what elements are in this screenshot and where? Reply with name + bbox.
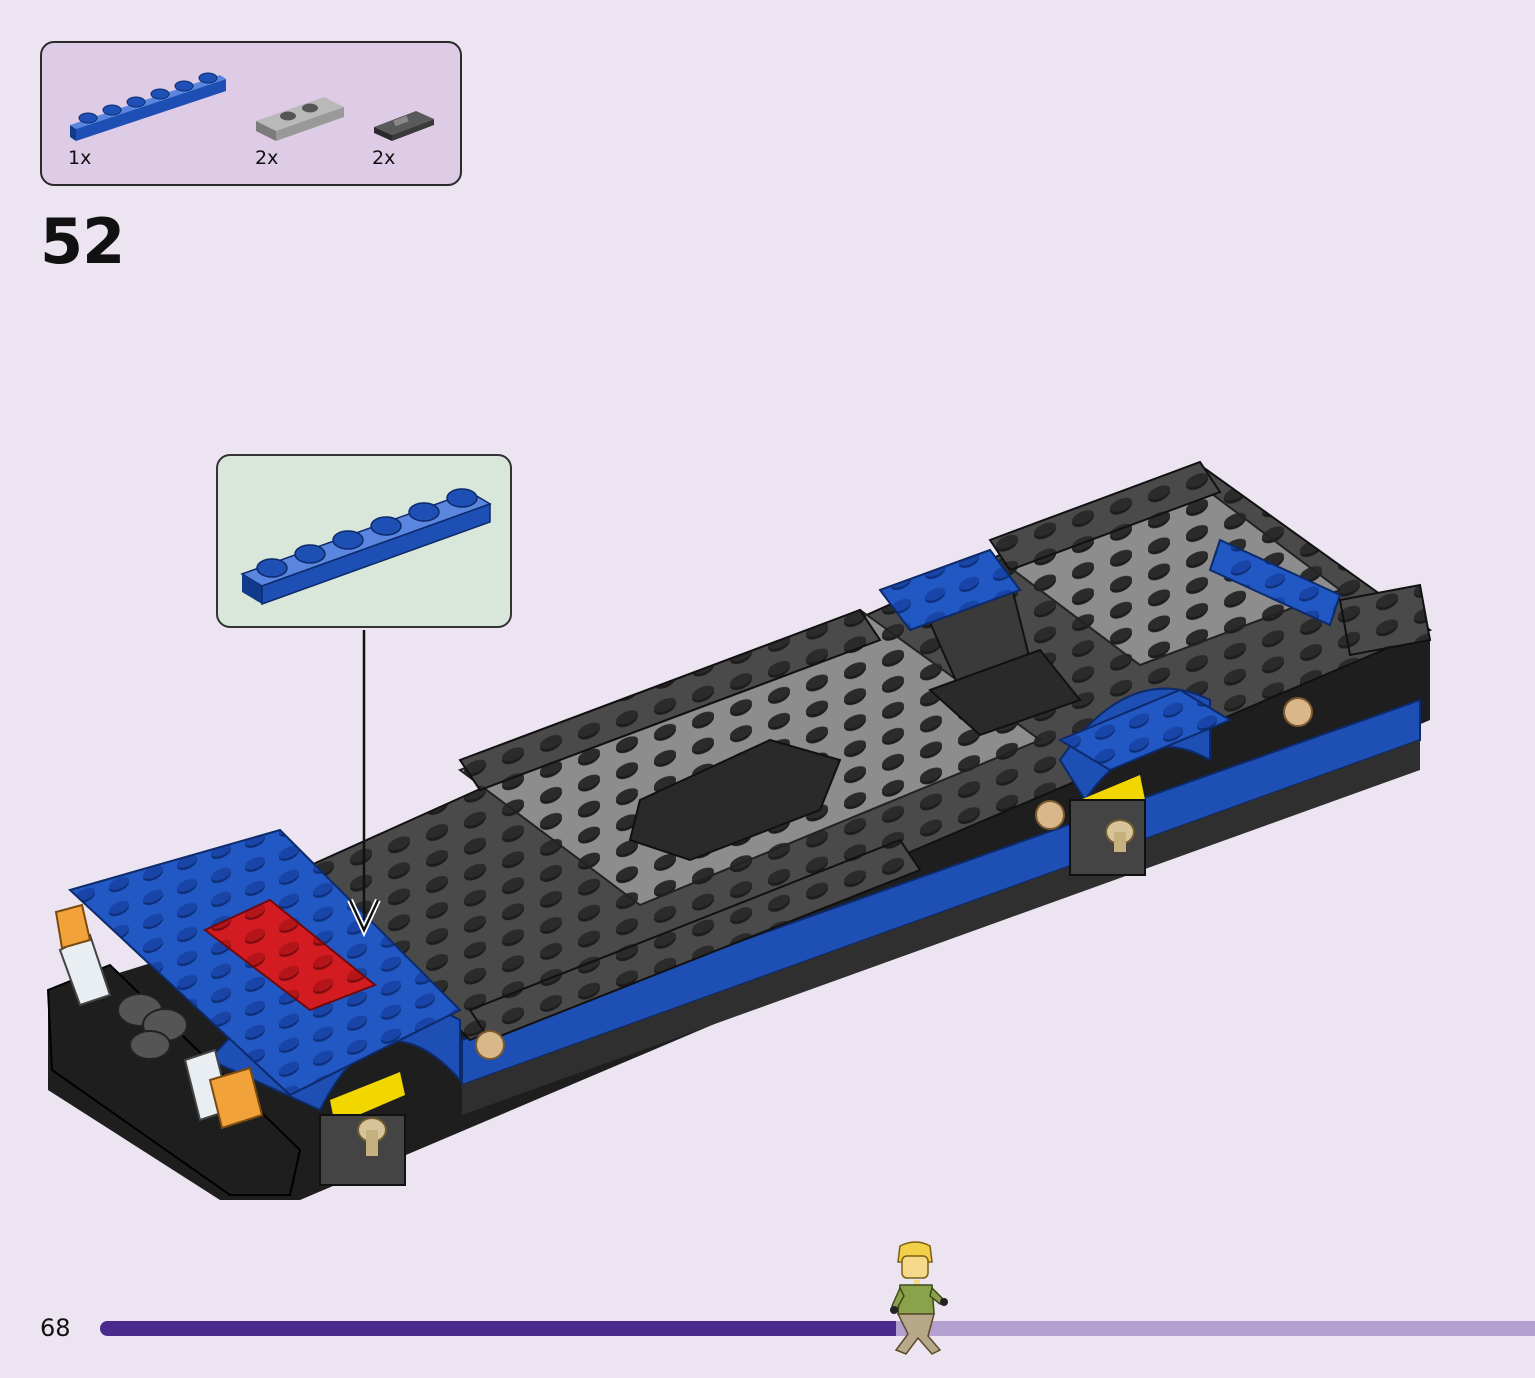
hub-cap [1283, 697, 1313, 727]
turn-signal [208, 1066, 264, 1130]
step-number: 52 [40, 205, 125, 278]
progress-bar [100, 1321, 1535, 1336]
front-axle [319, 1114, 406, 1186]
arrow-head [348, 899, 380, 933]
red-engine-plate [203, 898, 377, 1012]
rear-panel [1338, 583, 1432, 657]
side-rail [458, 608, 882, 792]
rear-blue-rail [1208, 538, 1342, 627]
new-part-callout [216, 454, 512, 628]
dark-grey-tile-icon [374, 111, 434, 141]
rear-axle [1069, 799, 1146, 876]
rear-fender [1057, 688, 1233, 772]
hub-cap [1035, 800, 1065, 830]
part-quantity: 2x [255, 147, 279, 169]
hub-cap [475, 1030, 505, 1060]
grey-jumper-plate-icon [256, 97, 344, 141]
chassis-side-grey [462, 740, 1420, 1115]
part-quantity: 2x [372, 147, 396, 169]
turn-signal [54, 903, 92, 950]
blue-plate-1x6-icon [70, 72, 226, 141]
yellow-accent [330, 1072, 405, 1125]
part-quantity: 1x [68, 147, 92, 169]
front-bumper [46, 963, 302, 1196]
rear-blue-section [878, 548, 1022, 632]
seat-base [928, 648, 1082, 737]
side-rail [468, 838, 922, 1042]
progress-bar-fill [100, 1321, 897, 1336]
center-console [628, 738, 842, 862]
side-rail [988, 460, 1222, 572]
page-number: 68 [40, 1314, 71, 1342]
parts-list-box: 1x 2x 2x [40, 41, 462, 186]
minifigure-icon [890, 1241, 948, 1355]
blue-plate-1x6-icon [240, 488, 492, 606]
engine-exhaust [117, 993, 188, 1060]
